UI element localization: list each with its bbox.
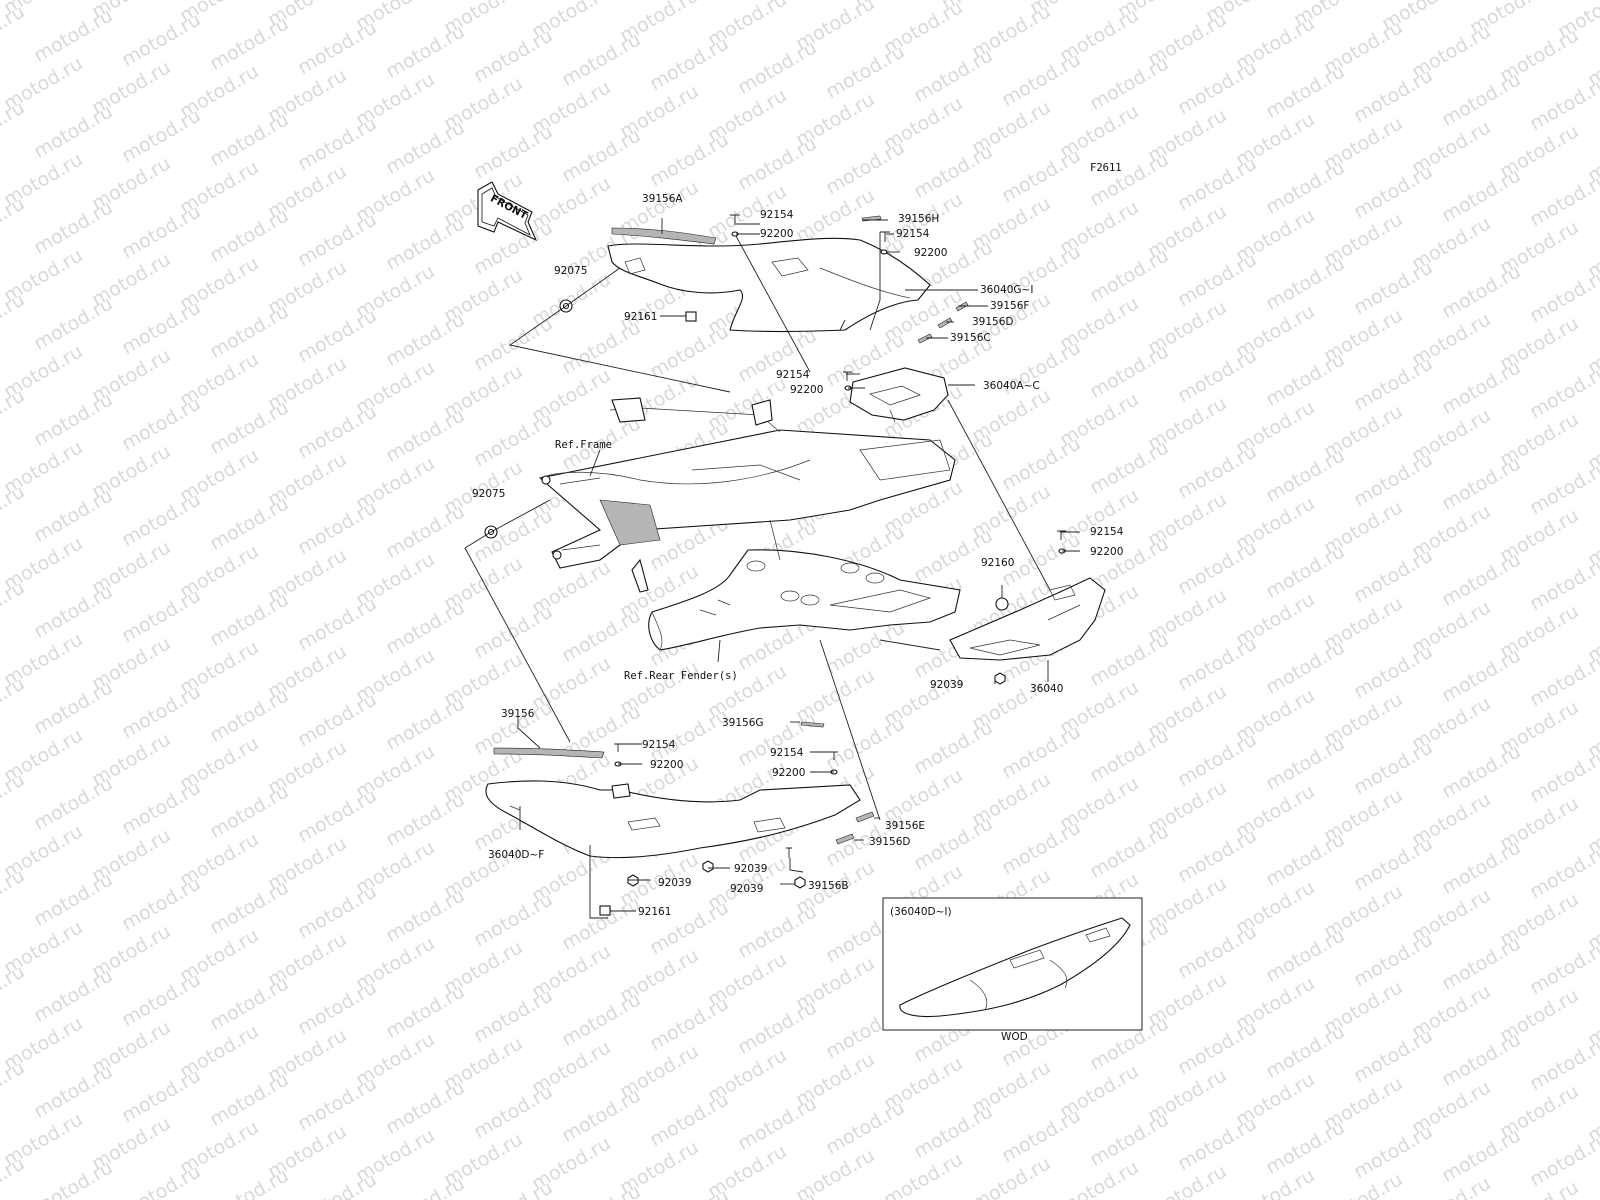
front-arrow-icon: FRONT xyxy=(477,181,538,242)
label-39156C: 39156C xyxy=(950,332,991,344)
label-92075-a: 92075 xyxy=(554,265,587,277)
label-39156D-lower: 39156D xyxy=(869,836,911,848)
label-92075-b: 92075 xyxy=(472,488,505,500)
label-39156E: 39156E xyxy=(885,820,925,832)
label-92154-f: 92154 xyxy=(770,747,804,759)
label-36040: 36040 xyxy=(1030,683,1063,695)
label-39156G: 39156G xyxy=(722,717,764,729)
label-92154-c: 92154 xyxy=(776,369,810,381)
label-92154-b: 92154 xyxy=(896,228,930,240)
label-36040A: 36040A~C xyxy=(983,380,1040,392)
upper-cover-36040G xyxy=(607,237,931,333)
label-92200-b: 92200 xyxy=(914,247,947,259)
inset-title: (36040D~I) xyxy=(890,906,952,918)
label-39156: 39156 xyxy=(501,708,535,720)
leader-lines xyxy=(464,218,1080,919)
inset-36040D-I: (36040D~I) WOD xyxy=(882,897,1143,1043)
label-92200-a: 92200 xyxy=(760,228,793,240)
label-92154-e: 92154 xyxy=(642,739,676,751)
strip-39156A xyxy=(611,227,717,245)
label-ref-rear-fender: Ref.Rear Fender(s) xyxy=(624,670,738,682)
inset-caption: WOD xyxy=(1001,1031,1028,1043)
strip-39156G xyxy=(800,721,825,728)
label-92160: 92160 xyxy=(981,557,1014,569)
strip-39156E xyxy=(855,811,875,823)
label-92161-a: 92161 xyxy=(624,311,657,323)
label-92200-d: 92200 xyxy=(1090,546,1123,558)
label-39156D-upper: 39156D xyxy=(972,316,1014,328)
part-labels: F2611 39156A 92154 92200 39156H 92154 92… xyxy=(472,162,1124,918)
grommet-92160 xyxy=(995,597,1009,611)
strip-39156F xyxy=(955,301,969,312)
label-92039-a: 92039 xyxy=(930,679,963,691)
label-39156H: 39156H xyxy=(898,213,939,225)
label-92200-c: 92200 xyxy=(790,384,823,396)
label-39156A: 39156A xyxy=(642,193,683,205)
label-92039-d: 92039 xyxy=(730,883,763,895)
label-92154-d: 92154 xyxy=(1090,526,1124,538)
side-cover-36040D xyxy=(485,780,861,859)
label-92154-a: 92154 xyxy=(760,209,794,221)
label-36040D: 36040D~F xyxy=(488,849,544,861)
label-92200-f: 92200 xyxy=(772,767,805,779)
rear-fender-reference xyxy=(648,519,961,651)
label-ref-frame: Ref.Frame xyxy=(555,439,612,451)
tail-piece-36040A xyxy=(849,367,949,423)
label-92161-b: 92161 xyxy=(638,906,671,918)
figure-code: F2611 xyxy=(1090,162,1122,174)
label-92039-c: 92039 xyxy=(658,877,691,889)
frame-reference xyxy=(538,397,956,593)
strip-39156C xyxy=(917,333,933,344)
strip-39156D-lower xyxy=(835,833,855,845)
strip-39156D-upper xyxy=(937,317,953,329)
label-39156F: 39156F xyxy=(990,300,1029,312)
label-39156B: 39156B xyxy=(808,880,849,892)
tail-cover-36040 xyxy=(949,577,1106,661)
label-92039-b: 92039 xyxy=(734,863,767,875)
strip-39156 xyxy=(493,747,605,759)
label-36040G: 36040G~I xyxy=(980,284,1033,296)
label-92200-e: 92200 xyxy=(650,759,683,771)
